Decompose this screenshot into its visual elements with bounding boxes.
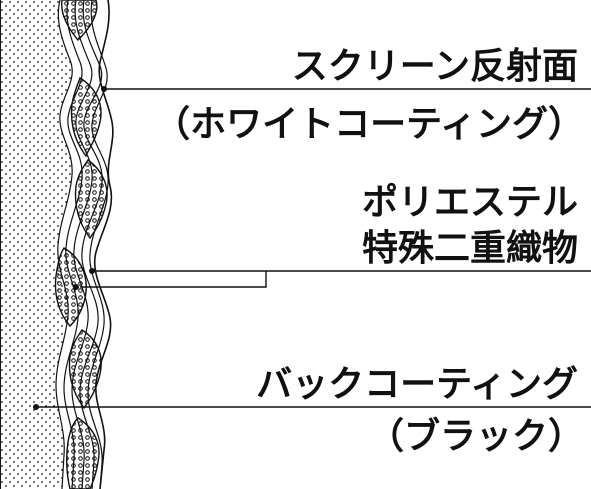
white-coating-layer xyxy=(93,0,114,489)
leader-line-fabric-bracket xyxy=(80,271,267,288)
yarn-bundle xyxy=(61,0,98,42)
leader-dot-fabric-2 xyxy=(73,284,79,290)
woven-yarn-bundles xyxy=(54,0,108,489)
back-coating-layer xyxy=(0,0,73,489)
label-white-coating: （ホワイトコーティング） xyxy=(154,104,584,145)
label-screen-surface: スクリーン反射面 xyxy=(292,46,578,87)
leader-dot-back xyxy=(33,404,39,410)
yarn-bundle xyxy=(65,417,100,489)
label-back-coating: バックコーティング xyxy=(256,364,578,405)
yarn-bundle xyxy=(68,329,102,410)
label-polyester: ポリエステル xyxy=(362,181,578,223)
yarn-bundle xyxy=(74,159,108,240)
labels: スクリーン反射面 （ホワイトコーティング） ポリエステル 特殊二重織物 バックコ… xyxy=(154,46,584,457)
leader-dot-surface xyxy=(101,86,107,92)
leader-dot-fabric-1 xyxy=(89,268,95,274)
yarn-bundle xyxy=(70,76,102,158)
label-double-weave: 特殊二重織物 xyxy=(362,228,578,269)
label-black: （ブラック） xyxy=(368,415,584,457)
yarn-bundle xyxy=(54,247,87,328)
leader-lines xyxy=(33,86,591,410)
